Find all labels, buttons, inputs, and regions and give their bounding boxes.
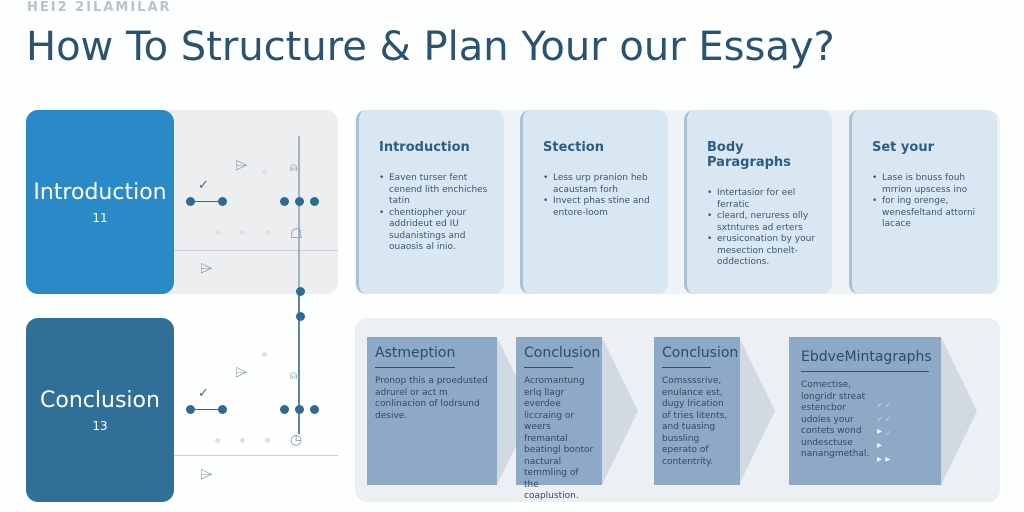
check-icon: ✓ (198, 386, 209, 401)
intro-label: Introduction (33, 179, 167, 205)
kicker-label: HEI2 2ILAMILAR (27, 0, 172, 15)
step-card-set-your: Set your Lase is bnuss fouh mrrion upsce… (849, 110, 997, 294)
conclusion-block: Conclusion 13 (26, 318, 174, 502)
chevron-arrow (602, 337, 638, 485)
step-card-section: Stection Less urp pranion heb acaustam f… (520, 110, 668, 294)
page-title: How To Structure & Plan Your our Essay? (26, 24, 835, 70)
bottom-card-2: Conclusion Acromantung erlq llagr everde… (516, 337, 602, 501)
check-icon: ✓ (198, 178, 209, 193)
timer-icon: ◷ (290, 432, 303, 448)
lock-icon: ☖ (290, 226, 303, 242)
node-dot (186, 197, 195, 206)
intro-number: 11 (92, 210, 108, 225)
conclusion-number: 13 (92, 418, 108, 433)
node-dot (218, 197, 227, 206)
connector-line (298, 136, 300, 294)
bottom-card-4: EbdveMintagraphs Comectise, longridr str… (789, 337, 941, 485)
pointer-icon: ⌲ (200, 464, 213, 483)
sparkle-icon: ⸝ ⸝⸝ ⸝▸ ⸝▸▸ ▸ (877, 398, 891, 465)
pointer-icon: ⌲ (235, 362, 248, 381)
bell-icon: ⍝ (290, 368, 298, 382)
bell-icon: ⍝ (290, 160, 298, 174)
step-card-body-paragraphs: Body Paragraphs Intertasior for eel ferr… (684, 110, 832, 294)
step-card-introduction: Introduction Eaven turser fent cenend li… (356, 110, 504, 294)
pointer-icon: ⌲ (200, 258, 213, 277)
intro-block: Introduction 11 (26, 110, 174, 294)
chevron-arrow (739, 337, 775, 485)
bottom-card-1: Astmeption Pronop this a proedusted adru… (367, 337, 497, 485)
pointer-icon: ⌲ (235, 155, 248, 174)
chevron-arrow (941, 337, 977, 485)
conclusion-label: Conclusion (40, 387, 160, 413)
connector-line (298, 294, 300, 434)
bottom-card-3: Conclusion Comssssrive, enulance est, du… (654, 337, 740, 485)
